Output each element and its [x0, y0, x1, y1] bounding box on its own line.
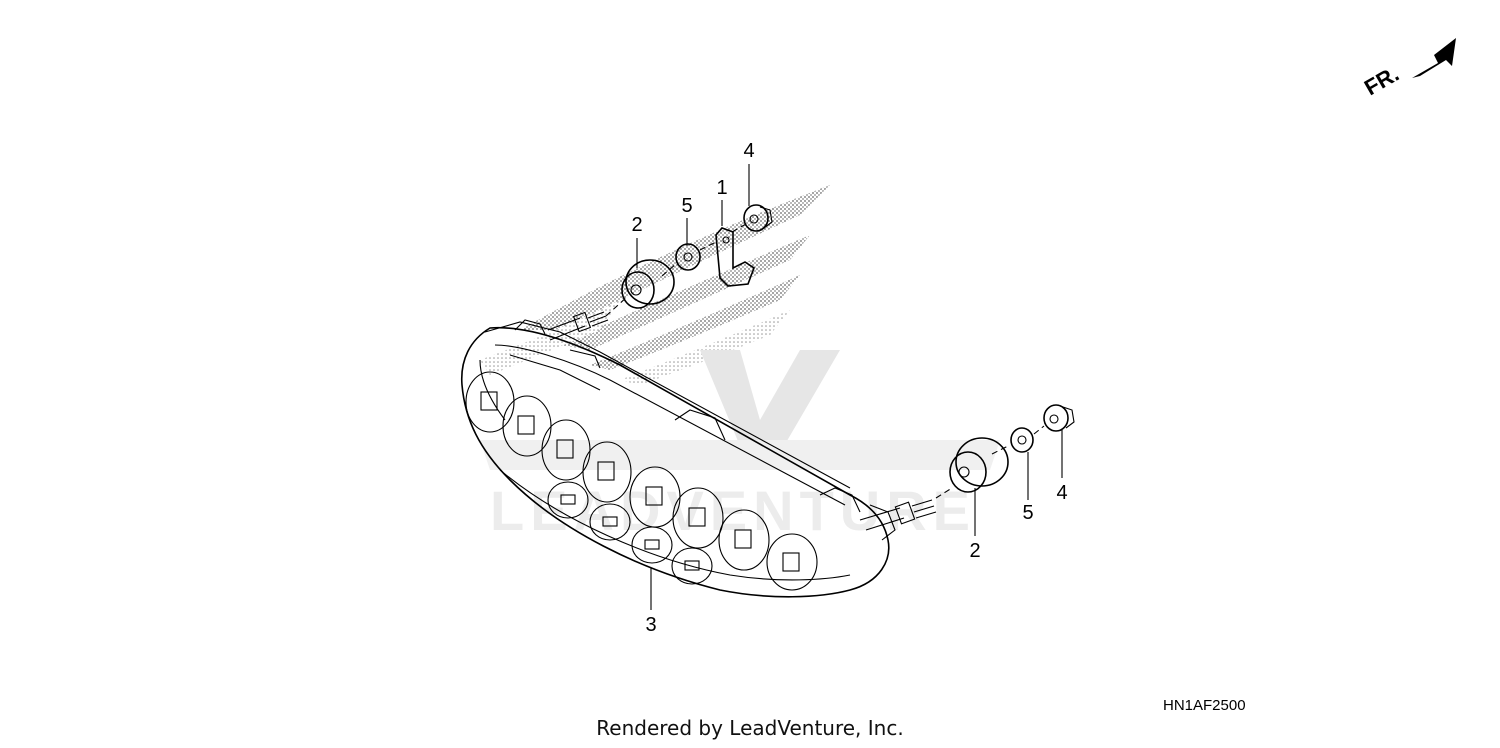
- grommet-upper: [621, 259, 675, 309]
- callout-2-lower: 2: [969, 540, 980, 562]
- callout-3: 3: [645, 614, 656, 636]
- footer-credit: Rendered by LeadVenture, Inc.: [596, 716, 904, 740]
- callout-5-lower: 5: [1022, 502, 1033, 524]
- callout-4-lower: 4: [1056, 482, 1067, 504]
- tail-light-assembly: [460, 311, 937, 598]
- flange-nut-lower: [1043, 404, 1075, 432]
- axis-line-upper: [605, 223, 747, 317]
- washer-upper: [675, 243, 701, 271]
- lower-lens-row: [547, 481, 713, 585]
- diagram-code: HN1AF2500: [1163, 697, 1246, 714]
- leader-lines: [636, 164, 1063, 610]
- callout-5-upper: 5: [681, 195, 692, 217]
- flange-nut-upper: [743, 204, 773, 232]
- grommet-lower: [949, 437, 1009, 493]
- svg-text:LEADVENTURE: LEADVENTURE: [490, 479, 976, 542]
- bracket: [715, 227, 755, 287]
- callout-2-upper: 2: [631, 214, 642, 236]
- callout-4-upper: 4: [743, 140, 754, 162]
- front-direction-indicator: FR.: [1360, 38, 1456, 100]
- front-arrow-icon: [1412, 38, 1456, 78]
- washer-lower: [1010, 427, 1034, 453]
- axis-line-lower: [935, 425, 1045, 499]
- upper-lens-row: [465, 371, 818, 591]
- watermark-wing-graphic: LEADVENTURE: [480, 185, 1000, 542]
- callout-1: 1: [716, 177, 727, 199]
- front-direction-label: FR.: [1360, 61, 1403, 100]
